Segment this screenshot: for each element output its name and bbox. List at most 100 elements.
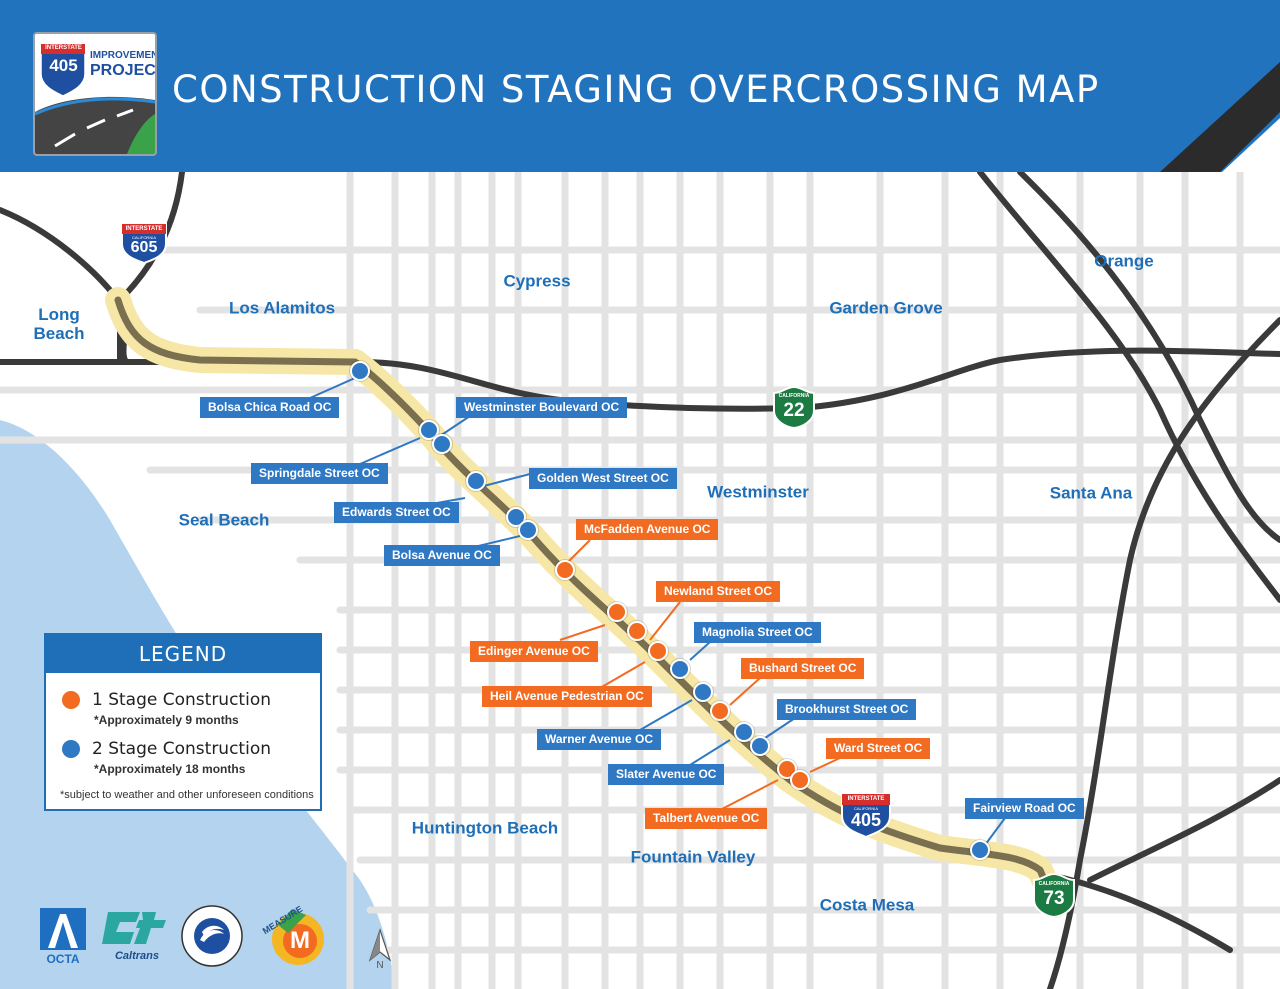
north-arrow: N — [368, 928, 392, 974]
callout-bushard-street[interactable]: Bushard Street OC — [741, 658, 865, 679]
i605-number: 605 — [130, 239, 158, 256]
logo-shield-top: INTERSTATE — [45, 45, 82, 51]
octa-label: OCTA — [46, 952, 80, 966]
sr73-number: 73 — [1043, 888, 1065, 909]
sr22-top: CALIFORNIA — [778, 393, 810, 399]
interstate-shield-icon — [841, 793, 891, 839]
state-route-shield-icon — [1033, 872, 1075, 919]
usdot-seal-icon — [181, 905, 243, 967]
callout-newland-street[interactable]: Newland Street OC — [656, 581, 781, 602]
measure-m-letter: M — [290, 927, 310, 954]
legend-stage1-label: 1 Stage Construction — [92, 690, 271, 710]
city-long-beach: Long Beach — [33, 305, 85, 343]
station-ward-street[interactable] — [790, 770, 810, 790]
octa-logo: OCTA — [38, 906, 88, 966]
station-bushard-street[interactable] — [710, 701, 730, 721]
city-garden-grove: Garden Grove — [829, 298, 943, 318]
station-newland-street[interactable] — [627, 621, 647, 641]
interstate-shield-icon — [121, 223, 167, 265]
sr73-freeway — [1087, 777, 1280, 883]
logo-shield-number: 405 — [49, 56, 78, 75]
callout-edwards-street[interactable]: Edwards Street OC — [334, 502, 459, 523]
callout-leaders — [309, 377, 1006, 846]
sr57-freeway — [1017, 169, 1280, 543]
shield-sr22: CALIFORNIA 22 — [772, 385, 816, 430]
city-costa-mesa: Costa Mesa — [819, 895, 915, 915]
callout-warner-avenue[interactable]: Warner Avenue OC — [537, 729, 662, 750]
header-stripe-light — [1222, 118, 1280, 172]
legend-stage2-dot — [62, 740, 80, 758]
header-banner — [0, 0, 1280, 172]
city-santa-ana: Santa Ana — [1049, 483, 1133, 503]
octa-icon — [40, 908, 86, 950]
measure-m-logo: MEASURE M — [256, 904, 340, 969]
station-westminster-boulevard[interactable] — [432, 434, 452, 454]
station-bolsa-chica-road[interactable] — [350, 361, 370, 381]
callout-magnolia-street[interactable]: Magnolia Street OC — [694, 622, 821, 643]
callout-talbert-avenue[interactable]: Talbert Avenue OC — [645, 808, 768, 829]
shield-i405: INTERSTATE CALIFORNIA 405 — [840, 792, 892, 839]
street-grid — [0, 168, 1280, 989]
callout-brookhurst-street[interactable]: Brookhurst Street OC — [777, 699, 917, 720]
shield-i605: INTERSTATE CALIFORNIA 605 — [120, 222, 168, 265]
callout-springdale-street[interactable]: Springdale Street OC — [251, 463, 388, 484]
callout-golden-west-street[interactable]: Golden West Street OC — [529, 468, 677, 489]
legend-stage2-note: *Approximately 18 months — [94, 762, 246, 776]
station-brookhurst-street[interactable] — [750, 736, 770, 756]
legend-footnote: *subject to weather and other unforeseen… — [60, 789, 314, 801]
caltrans-label: Caltrans — [114, 950, 160, 962]
callout-bolsa-avenue[interactable]: Bolsa Avenue OC — [384, 545, 500, 566]
city-orange: Orange — [1094, 251, 1154, 271]
callout-mcfadden-avenue[interactable]: McFadden Avenue OC — [576, 519, 719, 540]
legend-stage1-row: 1 Stage Construction — [62, 690, 271, 710]
page-title: CONSTRUCTION STAGING OVERCROSSING MAP — [172, 68, 1100, 111]
legend-stage1-note: *Approximately 9 months — [94, 713, 239, 727]
callout-fairview-road[interactable]: Fairview Road OC — [965, 798, 1084, 819]
station-springdale-street[interactable] — [419, 420, 439, 440]
state-route-shield-icon — [773, 385, 815, 430]
callout-westminster-boulevard[interactable]: Westminster Boulevard OC — [456, 397, 628, 418]
i405-sub: CALIFORNIA — [853, 806, 878, 811]
city-seal-beach: Seal Beach — [178, 510, 270, 530]
caltrans-logo: Caltrans — [100, 904, 174, 966]
usdot-seal: DEPARTMENT OF TRANSPORTATION — [180, 904, 244, 968]
callout-edinger-avenue[interactable]: Edinger Avenue OC — [470, 641, 598, 662]
station-fairview-road[interactable] — [970, 840, 990, 860]
north-arrow-icon — [368, 928, 392, 962]
station-slater-avenue[interactable] — [734, 722, 754, 742]
station-warner-avenue[interactable] — [693, 682, 713, 702]
logo-graphic — [35, 34, 155, 154]
caltrans-icon — [102, 912, 166, 944]
station-mcfadden-avenue[interactable] — [555, 560, 575, 580]
i605-sub: CALIFORNIA — [131, 235, 156, 240]
station-magnolia-street[interactable] — [670, 659, 690, 679]
legend-stage1-dot — [62, 691, 80, 709]
station-edwards-street[interactable] — [466, 471, 486, 491]
city-cypress: Cypress — [503, 271, 571, 291]
i405-south-freeway — [1047, 872, 1233, 953]
shield-sr73: CALIFORNIA 73 — [1032, 872, 1076, 919]
sr22-number: 22 — [783, 400, 805, 421]
sr73-top: CALIFORNIA — [1038, 881, 1070, 887]
header-stripe-dark — [1160, 62, 1280, 172]
callout-slater-avenue[interactable]: Slater Avenue OC — [608, 764, 725, 785]
station-edinger-avenue[interactable] — [607, 602, 627, 622]
station-bolsa-avenue[interactable] — [518, 520, 538, 540]
i605-top: INTERSTATE — [125, 226, 163, 232]
legend-stage2-row: 2 Stage Construction — [62, 739, 271, 759]
north-label: N — [376, 960, 384, 971]
city-fountain-valley: Fountain Valley — [630, 847, 756, 867]
city-los-alamitos: Los Alamitos — [228, 298, 336, 318]
sr55-freeway — [977, 169, 1280, 603]
city-huntington-beach: Huntington Beach — [411, 818, 559, 838]
callout-bolsa-chica-road[interactable]: Bolsa Chica Road OC — [200, 397, 340, 418]
callout-heil-avenue-pedestrian[interactable]: Heil Avenue Pedestrian OC — [482, 686, 652, 707]
usdot-name: DEPARTMENT OF TRANSPORTATION — [180, 904, 181, 905]
improvement-project-logo: INTERSTATE 405 IMPROVEMENT PROJECT — [33, 32, 157, 156]
logo-line1: IMPROVEMENT — [90, 50, 155, 61]
i405-top: INTERSTATE — [847, 796, 885, 802]
station-heil-avenue-pedestrian[interactable] — [648, 641, 668, 661]
i5-freeway — [1047, 317, 1280, 989]
callout-ward-street[interactable]: Ward Street OC — [826, 738, 931, 759]
